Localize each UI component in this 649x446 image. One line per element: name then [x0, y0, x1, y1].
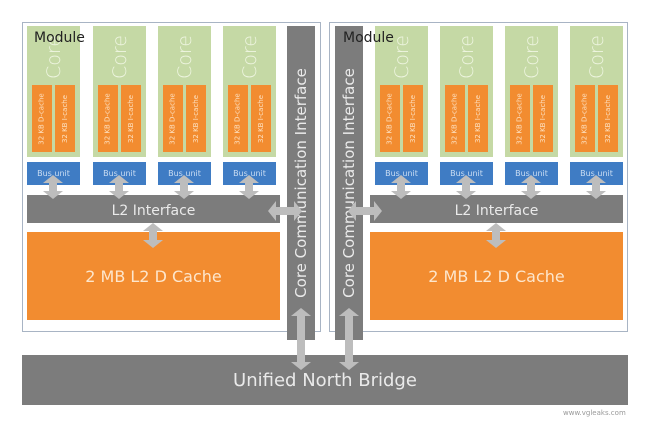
l2-interface-label: L2 Interface [454, 203, 539, 219]
core-label: Core [173, 35, 196, 79]
core: Core 32 KB D-cache 32 KB I-cache [93, 26, 146, 157]
core: Core 32 KB D-cache 32 KB I-cache [440, 26, 493, 157]
bus-unit: Bus unit [27, 162, 80, 185]
dcache-label: 32 KB D-cache [169, 92, 177, 145]
d-cache: 32 KB D-cache [98, 85, 118, 152]
icache-label: 32 KB I-cache [409, 94, 418, 143]
double-arrow-icon [109, 175, 129, 199]
dcache-label: 32 KB D-cache [38, 92, 46, 145]
core-communication-interface: Core Communication Interface [287, 26, 315, 340]
i-cache: 32 KB I-cache [55, 85, 75, 152]
d-cache: 32 KB D-cache [380, 85, 400, 152]
core: Core 32 KB D-cache 32 KB I-cache [505, 26, 558, 157]
bus-unit: Bus unit [158, 162, 211, 185]
core-communication-interface: Core Communication Interface [335, 26, 363, 340]
double-arrow-icon [586, 175, 606, 199]
dcache-label: 32 KB D-cache [451, 92, 459, 145]
l2-interface: L2 Interface [370, 195, 623, 223]
core-label: Core [520, 35, 543, 79]
l2-cache: 2 MB L2 D Cache [27, 232, 280, 320]
module-label: Module [343, 30, 394, 46]
icache-label: 32 KB I-cache [61, 94, 70, 143]
bus-unit: Bus unit [375, 162, 428, 185]
bus-unit: Bus unit [440, 162, 493, 185]
north-bridge-label: Unified North Bridge [233, 369, 417, 391]
bus-unit-label: Bus unit [168, 169, 201, 178]
bus-unit-label: Bus unit [580, 169, 613, 178]
i-cache: 32 KB I-cache [251, 85, 271, 152]
i-cache: 32 KB I-cache [598, 85, 618, 152]
double-arrow-icon [456, 175, 476, 199]
double-arrow-icon [348, 201, 382, 221]
bus-unit: Bus unit [93, 162, 146, 185]
module-label: Module [34, 30, 85, 46]
dcache-label: 32 KB D-cache [234, 92, 242, 145]
i-cache: 32 KB I-cache [468, 85, 488, 152]
d-cache: 32 KB D-cache [32, 85, 52, 152]
double-arrow-icon [339, 308, 359, 370]
icache-label: 32 KB I-cache [474, 94, 483, 143]
d-cache: 32 KB D-cache [445, 85, 465, 152]
i-cache: 32 KB I-cache [186, 85, 206, 152]
core-label: Core [238, 35, 261, 79]
bus-unit: Bus unit [223, 162, 276, 185]
i-cache: 32 KB I-cache [121, 85, 141, 152]
double-arrow-icon [239, 175, 259, 199]
dcache-label: 32 KB D-cache [386, 92, 394, 145]
double-arrow-icon [43, 175, 63, 199]
double-arrow-icon [391, 175, 411, 199]
d-cache: 32 KB D-cache [228, 85, 248, 152]
d-cache: 32 KB D-cache [163, 85, 183, 152]
d-cache: 32 KB D-cache [575, 85, 595, 152]
icache-label: 32 KB I-cache [192, 94, 201, 143]
bus-unit: Bus unit [570, 162, 623, 185]
double-arrow-icon [486, 223, 506, 248]
icache-label: 32 KB I-cache [257, 94, 266, 143]
core: Core 32 KB D-cache 32 KB I-cache [158, 26, 211, 157]
double-arrow-icon [291, 308, 311, 370]
bus-unit-label: Bus unit [103, 169, 136, 178]
i-cache: 32 KB I-cache [403, 85, 423, 152]
cci-label: Core Communication Interface [292, 68, 311, 298]
icache-label: 32 KB I-cache [539, 94, 548, 143]
dcache-label: 32 KB D-cache [516, 92, 524, 145]
l2-cache-label: 2 MB L2 D Cache [428, 266, 565, 286]
dcache-label: 32 KB D-cache [581, 92, 589, 145]
core-label: Core [455, 35, 478, 79]
double-arrow-icon [174, 175, 194, 199]
core: Core 32 KB D-cache 32 KB I-cache [570, 26, 623, 157]
core: Core 32 KB D-cache 32 KB I-cache [223, 26, 276, 157]
l2-interface-label: L2 Interface [111, 203, 196, 219]
d-cache: 32 KB D-cache [510, 85, 530, 152]
double-arrow-icon [521, 175, 541, 199]
icache-label: 32 KB I-cache [127, 94, 136, 143]
i-cache: 32 KB I-cache [533, 85, 553, 152]
icache-label: 32 KB I-cache [604, 94, 613, 143]
l2-interface: L2 Interface [27, 195, 280, 223]
l2-cache-label: 2 MB L2 D Cache [85, 266, 222, 286]
core-label: Core [108, 35, 131, 79]
core-label: Core [585, 35, 608, 79]
unified-north-bridge: Unified North Bridge [22, 355, 628, 405]
cci-label: Core Communication Interface [340, 68, 359, 298]
bus-unit-label: Bus unit [385, 169, 418, 178]
double-arrow-icon [268, 201, 302, 221]
bus-unit-label: Bus unit [450, 169, 483, 178]
dcache-label: 32 KB D-cache [104, 92, 112, 145]
bus-unit-label: Bus unit [233, 169, 266, 178]
bus-unit: Bus unit [505, 162, 558, 185]
bus-unit-label: Bus unit [37, 169, 70, 178]
watermark: www.vgleaks.com [563, 409, 626, 417]
bus-unit-label: Bus unit [515, 169, 548, 178]
double-arrow-icon [143, 223, 163, 248]
